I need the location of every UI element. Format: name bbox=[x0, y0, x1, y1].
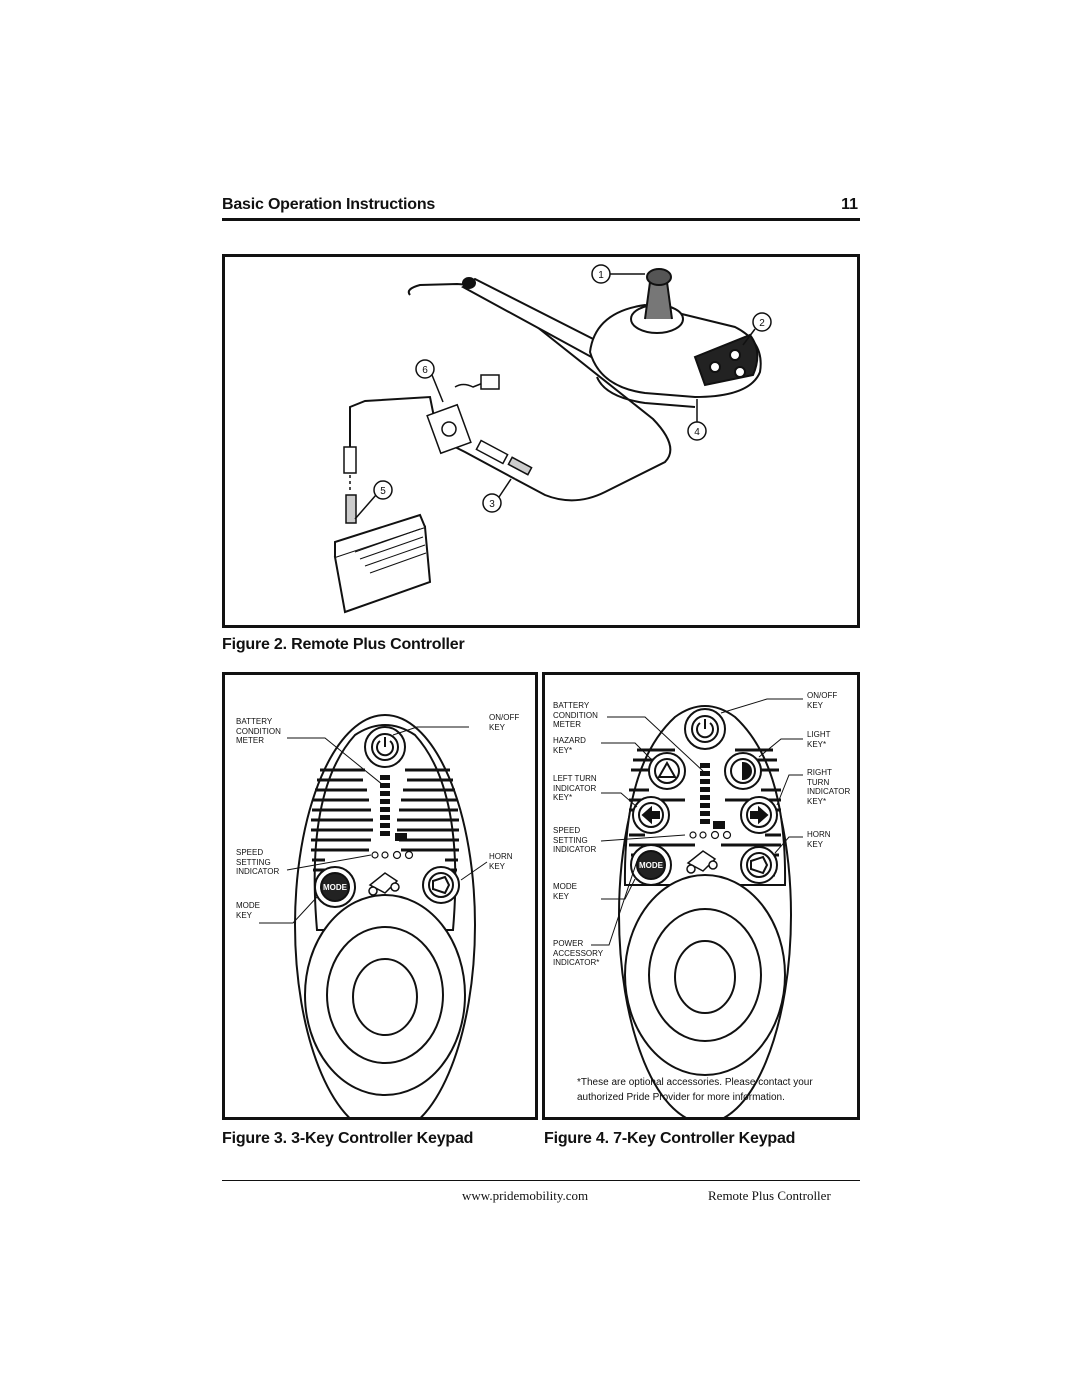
mode-key-button bbox=[314, 866, 356, 908]
mode-key-button bbox=[630, 844, 672, 886]
controller-cable bbox=[407, 282, 672, 502]
fig4-mode-key-label: MODE KEY bbox=[553, 882, 577, 901]
callout-4: 4 bbox=[694, 427, 700, 438]
callout-6: 6 bbox=[422, 365, 428, 376]
fig3-speed-label: SPEED SETTING INDICATOR bbox=[236, 848, 280, 876]
battery-meter-bars bbox=[700, 763, 725, 829]
three-key-keypad-illustration: MODE bbox=[259, 714, 488, 1117]
header-rule bbox=[222, 218, 860, 221]
onoff-key-button bbox=[364, 726, 406, 768]
figure-3-frame: MODE BATTERY CONDITION METER ON/OFF KEY … bbox=[222, 672, 538, 1120]
callout-5: 5 bbox=[380, 486, 386, 497]
remote-plus-controller-illustration: 1 2 3 4 5 6 bbox=[333, 264, 772, 614]
fig4-horn-label: HORN KEY bbox=[807, 830, 831, 849]
optional-accessories-note: *These are optional accessories. Please … bbox=[577, 1077, 813, 1103]
fig4-battery-label: BATTERY CONDITION METER bbox=[553, 701, 598, 729]
label-leaders bbox=[591, 698, 803, 946]
fig4-hazard-label: HAZARD KEY* bbox=[553, 736, 586, 755]
power-cable bbox=[349, 395, 436, 447]
fig3-mode-key-label: MODE KEY bbox=[236, 901, 260, 920]
figure-4-caption: Figure 4. 7-Key Controller Keypad bbox=[544, 1130, 796, 1147]
speed-setting-leds bbox=[371, 850, 414, 860]
mode-button-label: MODE bbox=[323, 883, 348, 892]
figure-2-frame: 1 2 3 4 5 6 bbox=[222, 254, 860, 628]
figure-2-caption: Figure 2. Remote Plus Controller bbox=[222, 636, 465, 653]
control-module bbox=[333, 513, 432, 614]
hazard-key-button bbox=[648, 752, 686, 790]
fig4-power-accessory-label: POWER ACCESSORY INDICATOR* bbox=[553, 939, 604, 967]
footer-product-name: Remote Plus Controller bbox=[708, 1188, 831, 1203]
left-turn-key-button bbox=[632, 796, 670, 834]
footer-rule bbox=[222, 1180, 860, 1181]
label-leaders bbox=[259, 726, 488, 924]
scooter-icon bbox=[686, 850, 718, 874]
onoff-key-button bbox=[684, 708, 726, 750]
horn-key-button bbox=[740, 846, 778, 884]
battery-meter-bars bbox=[380, 775, 407, 841]
light-key-button bbox=[724, 752, 762, 790]
scooter-icon bbox=[368, 872, 400, 896]
callout-circles bbox=[373, 264, 772, 513]
fig3-battery-label: BATTERY CONDITION METER bbox=[236, 717, 281, 745]
fig4-light-label: LIGHT KEY* bbox=[807, 730, 831, 749]
callout-leaders bbox=[354, 273, 756, 520]
fig4-left-turn-label: LEFT TURN INDICATOR KEY* bbox=[553, 774, 597, 802]
mode-button-label: MODE bbox=[639, 861, 664, 870]
figure-4-frame: MODE BATTERY CONDITION METER HAZARD KEY*… bbox=[542, 672, 860, 1120]
callout-1: 1 bbox=[598, 270, 604, 281]
figure-3-caption: Figure 3. 3-Key Controller Keypad bbox=[222, 1130, 474, 1147]
callout-3: 3 bbox=[489, 499, 495, 510]
right-turn-key-button bbox=[740, 796, 778, 834]
joystick-well bbox=[624, 874, 786, 1076]
section-title: Basic Operation Instructions bbox=[222, 196, 436, 213]
horn-key-button bbox=[422, 866, 460, 904]
page-number: 11 bbox=[841, 196, 858, 213]
fig4-right-turn-label: RIGHT TURN INDICATOR KEY* bbox=[807, 768, 851, 806]
inline-connector bbox=[475, 439, 533, 476]
seven-key-keypad-illustration: MODE bbox=[591, 698, 803, 1117]
footer-website: www.pridemobility.com bbox=[462, 1188, 589, 1203]
callout-2: 2 bbox=[759, 318, 765, 329]
mounting-tube bbox=[461, 277, 607, 361]
fig3-horn-label: HORN KEY bbox=[489, 852, 513, 871]
joystick-housing bbox=[588, 268, 762, 408]
module-plug bbox=[343, 446, 357, 524]
charger-receptacle bbox=[426, 374, 500, 455]
speed-setting-leds bbox=[689, 830, 732, 840]
fig4-speed-label: SPEED SETTING INDICATOR bbox=[553, 826, 597, 854]
fig3-onoff-label: ON/OFF KEY bbox=[489, 713, 520, 732]
joystick-well bbox=[304, 894, 466, 1096]
fig4-onoff-label: ON/OFF KEY bbox=[807, 691, 838, 710]
